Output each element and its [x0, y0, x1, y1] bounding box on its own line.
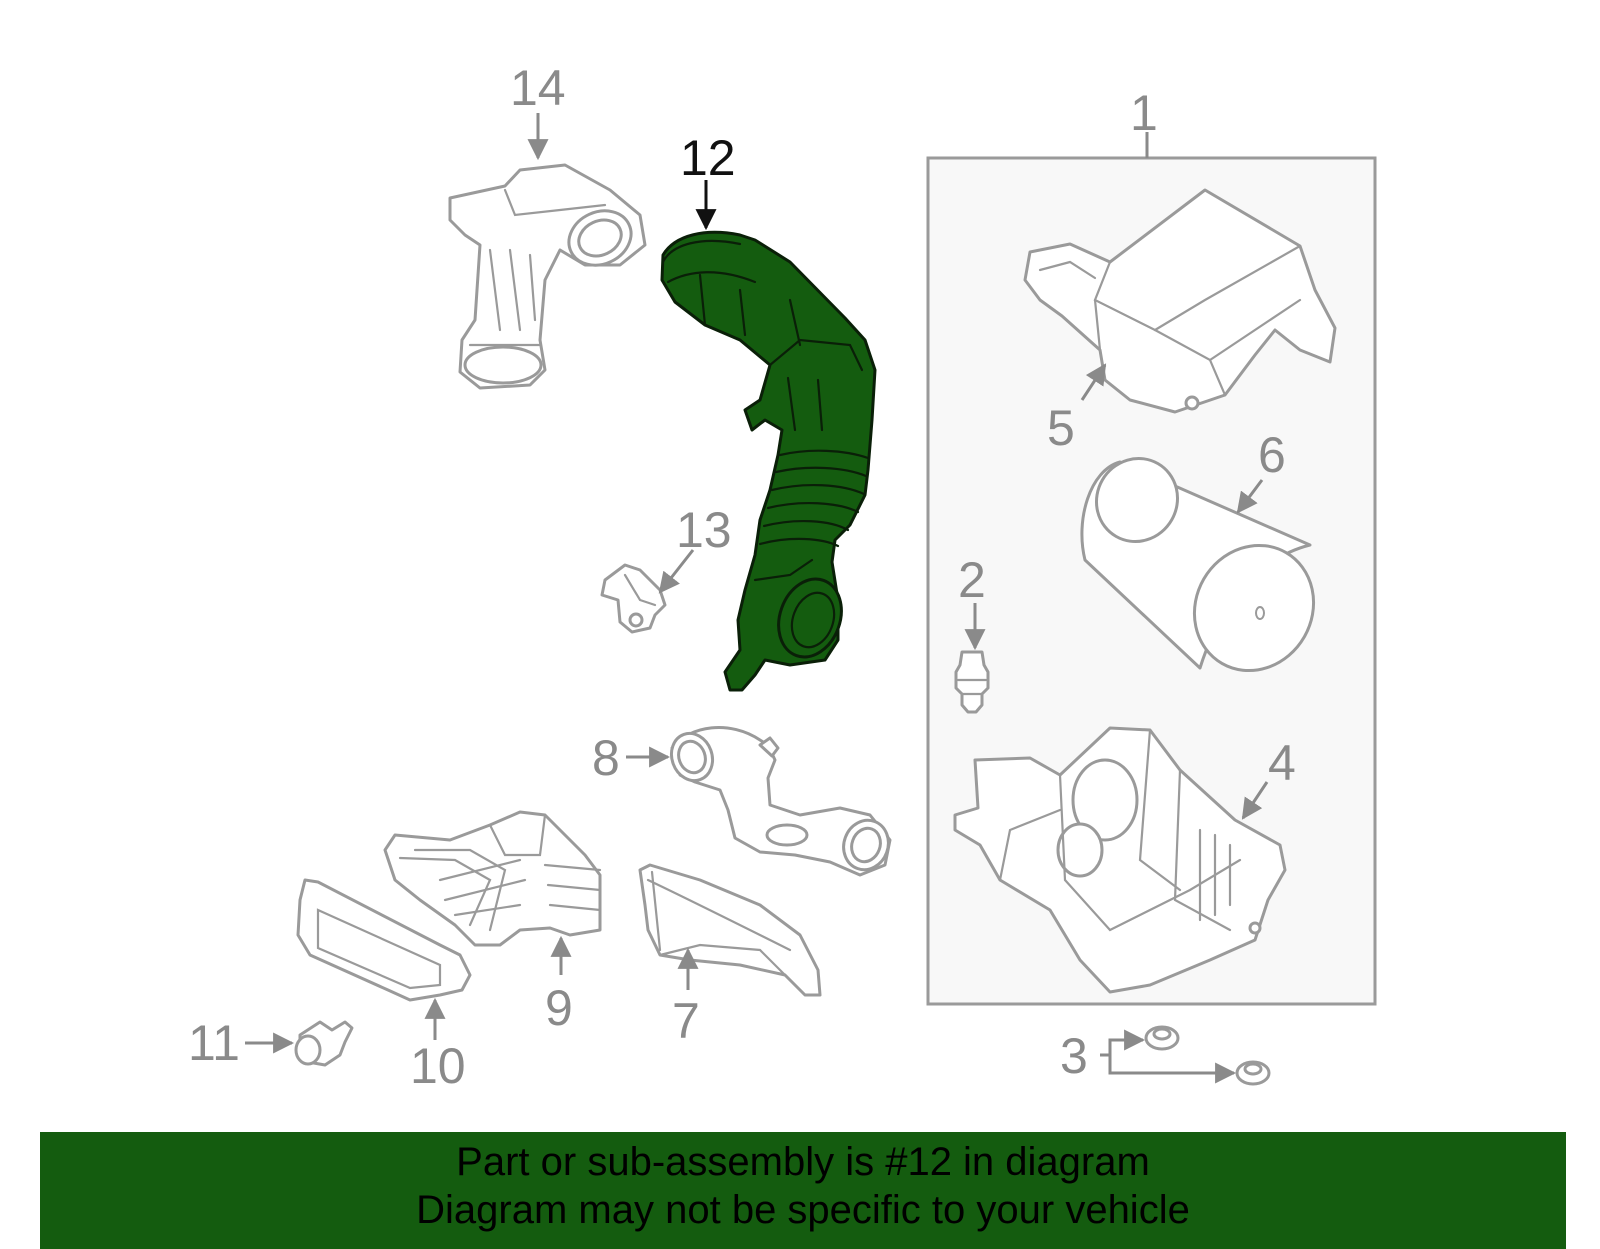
part-8-resonator-hose: [669, 726, 892, 877]
part-4-lower-housing: [953, 726, 1287, 994]
part-2-sensor: [954, 650, 990, 714]
callout-11: 11: [188, 1015, 240, 1071]
part-5-cover: [1023, 188, 1337, 414]
callout-5: 5: [1047, 400, 1075, 456]
part-12-intake-hose: [660, 230, 877, 692]
part-10-seal: [296, 878, 472, 1002]
callout-3: 3: [1060, 1028, 1088, 1084]
banner-line-2: Diagram may not be specific to your vehi…: [416, 1188, 1190, 1232]
callout-1: 1: [1130, 85, 1158, 141]
part-11-clip: [294, 1020, 354, 1067]
leader-lines: [245, 113, 1269, 1084]
callout-10: 10: [410, 1038, 466, 1094]
part-9-inlet-duct: [383, 810, 602, 947]
info-banner: Part or sub-assembly is #12 in diagram D…: [40, 1132, 1566, 1249]
callout-8: 8: [592, 730, 620, 786]
part-3-grommets: [1144, 1025, 1271, 1086]
callout-12: 12: [680, 130, 736, 186]
callout-9: 9: [545, 980, 573, 1036]
part-6-filter: [1080, 456, 1316, 673]
callout-14: 14: [510, 60, 566, 116]
part-7-scoop: [638, 863, 822, 997]
callout-7: 7: [672, 993, 700, 1049]
callout-13: 13: [676, 502, 732, 558]
callout-2: 2: [958, 552, 986, 608]
part-13-bracket: [600, 563, 667, 634]
part-14-inlet-duct: [448, 163, 647, 390]
callout-labels: 1 2 3 4 5 6 7 8 9 10 11 12 13 14: [188, 60, 1296, 1094]
banner-line-1: Part or sub-assembly is #12 in diagram: [456, 1140, 1150, 1184]
callout-6: 6: [1258, 427, 1286, 483]
callout-4: 4: [1268, 735, 1296, 791]
